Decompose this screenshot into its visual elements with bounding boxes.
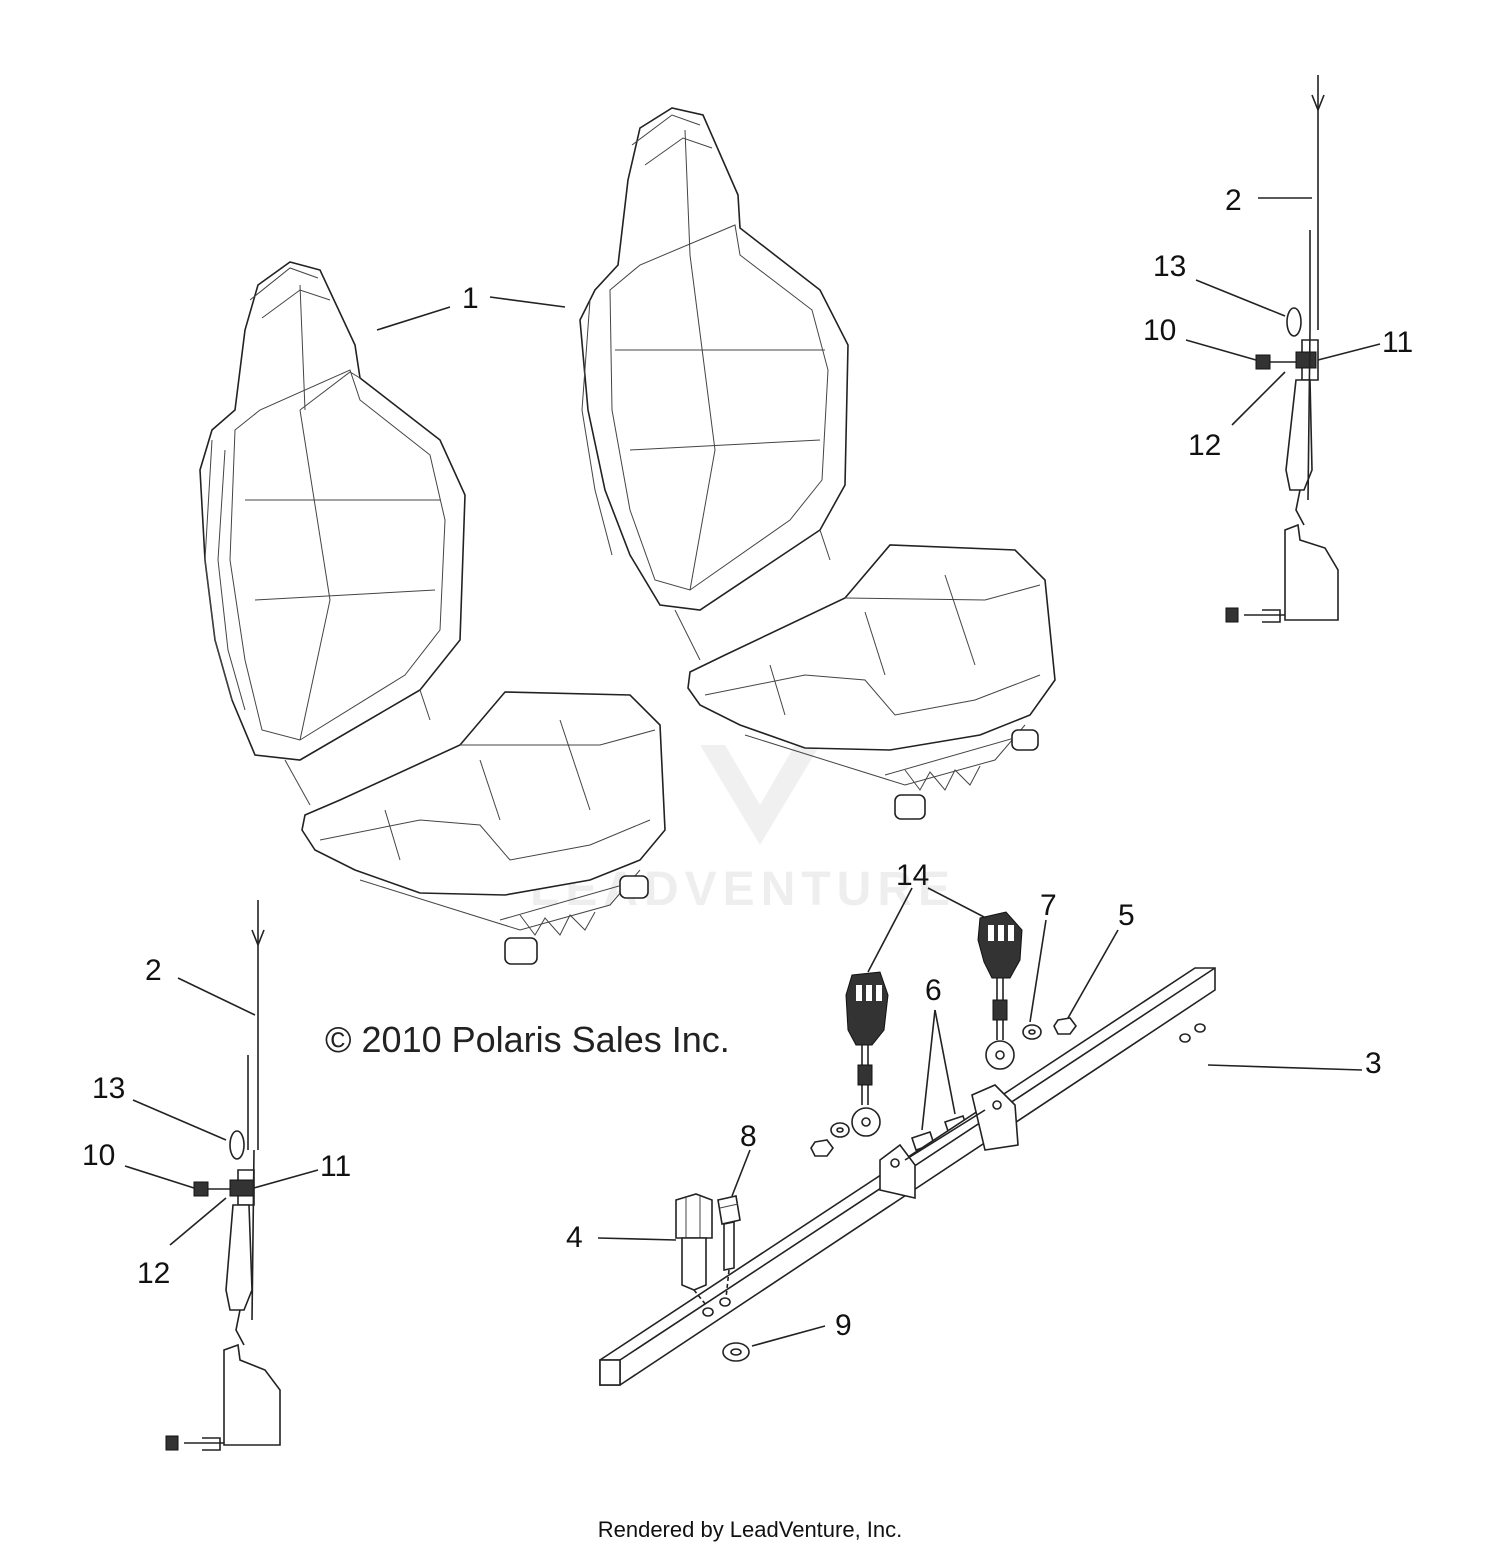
callout-9-label: 9 — [835, 1309, 852, 1342]
callouts-hardware: 7 5 6 — [921, 889, 1135, 1131]
buckle-right — [977, 911, 1023, 1070]
callout-2-bottom: 2 — [145, 954, 162, 987]
callout-11-top: 11 — [1382, 326, 1413, 359]
callout-9: 9 — [751, 1309, 852, 1347]
stud-8 — [717, 1195, 741, 1299]
callouts-top-belt: 2 13 10 11 12 — [1143, 184, 1413, 462]
callout-12-bottom: 12 — [137, 1257, 170, 1290]
callout-8: 8 — [731, 1120, 757, 1197]
cross-tube — [599, 967, 1216, 1386]
callout-4-label: 4 — [566, 1221, 583, 1254]
callout-2-top: 2 — [1225, 184, 1242, 217]
callout-3-label: 3 — [1365, 1047, 1382, 1080]
callout-14-label: 14 — [896, 859, 929, 892]
belt-assembly-bottom — [165, 900, 281, 1451]
callout-1-label: 1 — [462, 282, 479, 315]
callout-10-bottom: 10 — [82, 1139, 115, 1172]
seat-right — [579, 107, 1056, 820]
callout-11-bottom: 11 — [320, 1150, 351, 1183]
nut-9 — [722, 1342, 750, 1362]
callout-5-label: 5 — [1118, 899, 1135, 932]
footer-text: Rendered by LeadVenture, Inc. — [598, 1517, 903, 1542]
callout-13-top: 13 — [1153, 250, 1186, 283]
callout-3: 3 — [1207, 1047, 1382, 1080]
callout-12-top: 12 — [1188, 429, 1221, 462]
callout-1: 1 — [376, 282, 566, 331]
callout-13-bottom: 13 — [92, 1072, 125, 1105]
belt-assembly-top — [1225, 75, 1339, 623]
bolt-4 — [675, 1193, 713, 1306]
callout-14: 14 — [867, 859, 987, 973]
callout-7-label: 7 — [1040, 889, 1057, 922]
callout-6-label: 6 — [925, 974, 942, 1007]
callout-8-label: 8 — [740, 1120, 757, 1153]
callout-4: 4 — [566, 1221, 677, 1254]
seat-left — [199, 261, 666, 965]
copyright-text: © 2010 Polaris Sales Inc. — [325, 1019, 730, 1060]
callout-10-top: 10 — [1143, 314, 1176, 347]
callouts-bottom-belt: 2 13 10 11 12 — [82, 954, 351, 1290]
buckle-left — [845, 971, 889, 1137]
